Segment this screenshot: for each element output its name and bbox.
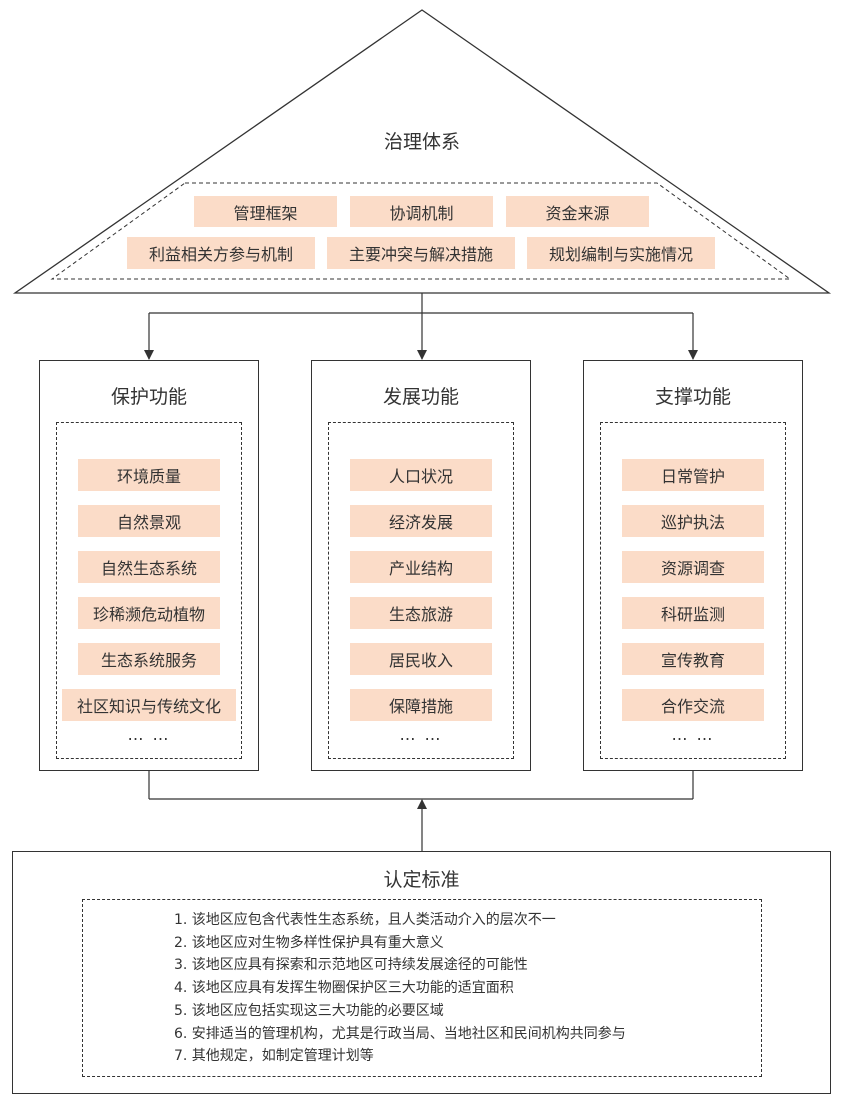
support-ellipsis: … …	[671, 725, 715, 744]
governance-item: 管理框架	[194, 196, 337, 227]
governance-item: 主要冲突与解决措施	[327, 237, 515, 269]
protection-item: 自然生态系统	[78, 551, 220, 583]
protection-item: 珍稀濒危动植物	[78, 597, 220, 629]
criteria-item: 3. 该地区应具有探索和示范地区可持续发展途径的可能性	[174, 957, 528, 974]
criteria-panel: 认定标准 1. 该地区应包含代表性生态系统，且人类活动介入的层次不一 2. 该地…	[12, 851, 831, 1094]
development-item: 居民收入	[350, 643, 492, 675]
criteria-list: 1. 该地区应包含代表性生态系统，且人类活动介入的层次不一 2. 该地区应对生物…	[174, 909, 626, 1068]
governance-item: 资金来源	[506, 196, 649, 227]
support-item: 巡护执法	[622, 505, 764, 537]
protection-item: 社区知识与传统文化	[62, 689, 236, 721]
development-item: 生态旅游	[350, 597, 492, 629]
support-item: 资源调查	[622, 551, 764, 583]
protection-panel: 保护功能 环境质量 自然景观 自然生态系统 珍稀濒危动植物 生态系统服务 社区知…	[39, 360, 259, 771]
support-panel: 支撑功能 日常管护 巡护执法 资源调查 科研监测 宣传教育 合作交流 … …	[583, 360, 803, 771]
governance-item: 利益相关方参与机制	[127, 237, 315, 269]
support-items-box	[600, 422, 786, 759]
development-title: 发展功能	[382, 386, 459, 408]
development-items-box	[328, 422, 514, 759]
protection-item: 自然景观	[78, 505, 220, 537]
support-item: 日常管护	[622, 459, 764, 491]
criteria-item: 6. 安排适当的管理机构，尤其是行政当局、当地社区和民间机构共同参与	[174, 1025, 626, 1042]
criteria-item: 7. 其他规定，如制定管理计划等	[174, 1048, 374, 1065]
protection-item: 环境质量	[78, 459, 220, 491]
support-title: 支撑功能	[654, 386, 731, 408]
support-item: 科研监测	[622, 597, 764, 629]
development-item: 经济发展	[350, 505, 492, 537]
governance-item: 协调机制	[350, 196, 493, 227]
protection-items-box	[56, 422, 242, 759]
governance-dashed-trapezoid	[50, 182, 792, 280]
development-item: 人口状况	[350, 459, 492, 491]
support-item: 宣传教育	[622, 643, 764, 675]
criteria-items-box	[82, 899, 762, 1077]
development-item: 产业结构	[350, 551, 492, 583]
development-item: 保障措施	[350, 689, 492, 721]
development-panel: 发展功能 人口状况 经济发展 产业结构 生态旅游 居民收入 保障措施 … …	[311, 360, 531, 771]
protection-title: 保护功能	[110, 386, 187, 408]
development-ellipsis: … …	[399, 725, 443, 744]
protection-item: 生态系统服务	[78, 643, 220, 675]
governance-title: 治理体系	[383, 131, 460, 153]
criteria-item: 2. 该地区应对生物多样性保护具有重大意义	[174, 934, 444, 951]
criteria-title: 认定标准	[383, 869, 460, 891]
criteria-item: 4. 该地区应具有发挥生物圈保护区三大功能的适宜面积	[174, 980, 514, 997]
criteria-item: 5. 该地区应包括实现这三大功能的必要区域	[174, 1002, 444, 1019]
protection-ellipsis: … …	[127, 725, 171, 744]
governance-item: 规划编制与实施情况	[527, 237, 715, 269]
support-item: 合作交流	[622, 689, 764, 721]
criteria-item: 1. 该地区应包含代表性生态系统，且人类活动介入的层次不一	[174, 912, 556, 928]
